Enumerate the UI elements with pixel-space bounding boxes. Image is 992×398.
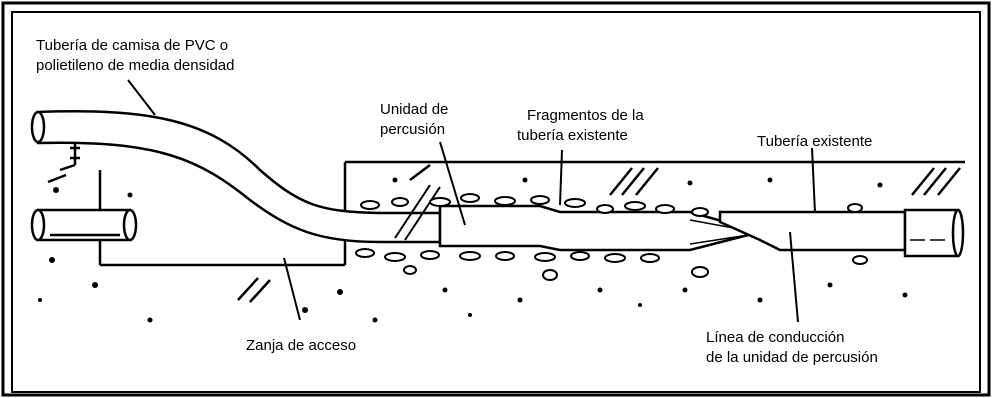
- leader-lines: [127, 79, 816, 323]
- side-pipe: [30, 143, 138, 242]
- label-percussion-unit-2: percusión: [380, 121, 445, 138]
- inner-border: [11, 11, 981, 393]
- label-drive-line-1: Línea de conducción: [706, 329, 844, 346]
- label-sleeve-pipe-1: Tubería de camisa de PVC o: [36, 37, 228, 54]
- existing-pipe: [718, 208, 965, 258]
- label-fragments-2: tubería existente: [517, 127, 628, 144]
- percussion-unit: [394, 184, 765, 252]
- label-sleeve-pipe-2: polietileno de media densidad: [36, 57, 234, 74]
- label-access-trench: Zanja de acceso: [246, 337, 356, 354]
- label-fragments-1: Fragmentos de la: [527, 107, 644, 124]
- label-existing-pipe: Tubería existente: [757, 133, 872, 150]
- soil-dots: [38, 177, 908, 323]
- label-percussion-unit-1: Unidad de: [380, 101, 448, 118]
- pipe-fragments: [355, 193, 868, 281]
- soil-hatching: [47, 163, 961, 303]
- label-drive-line-2: de la unidad de percusión: [706, 349, 878, 366]
